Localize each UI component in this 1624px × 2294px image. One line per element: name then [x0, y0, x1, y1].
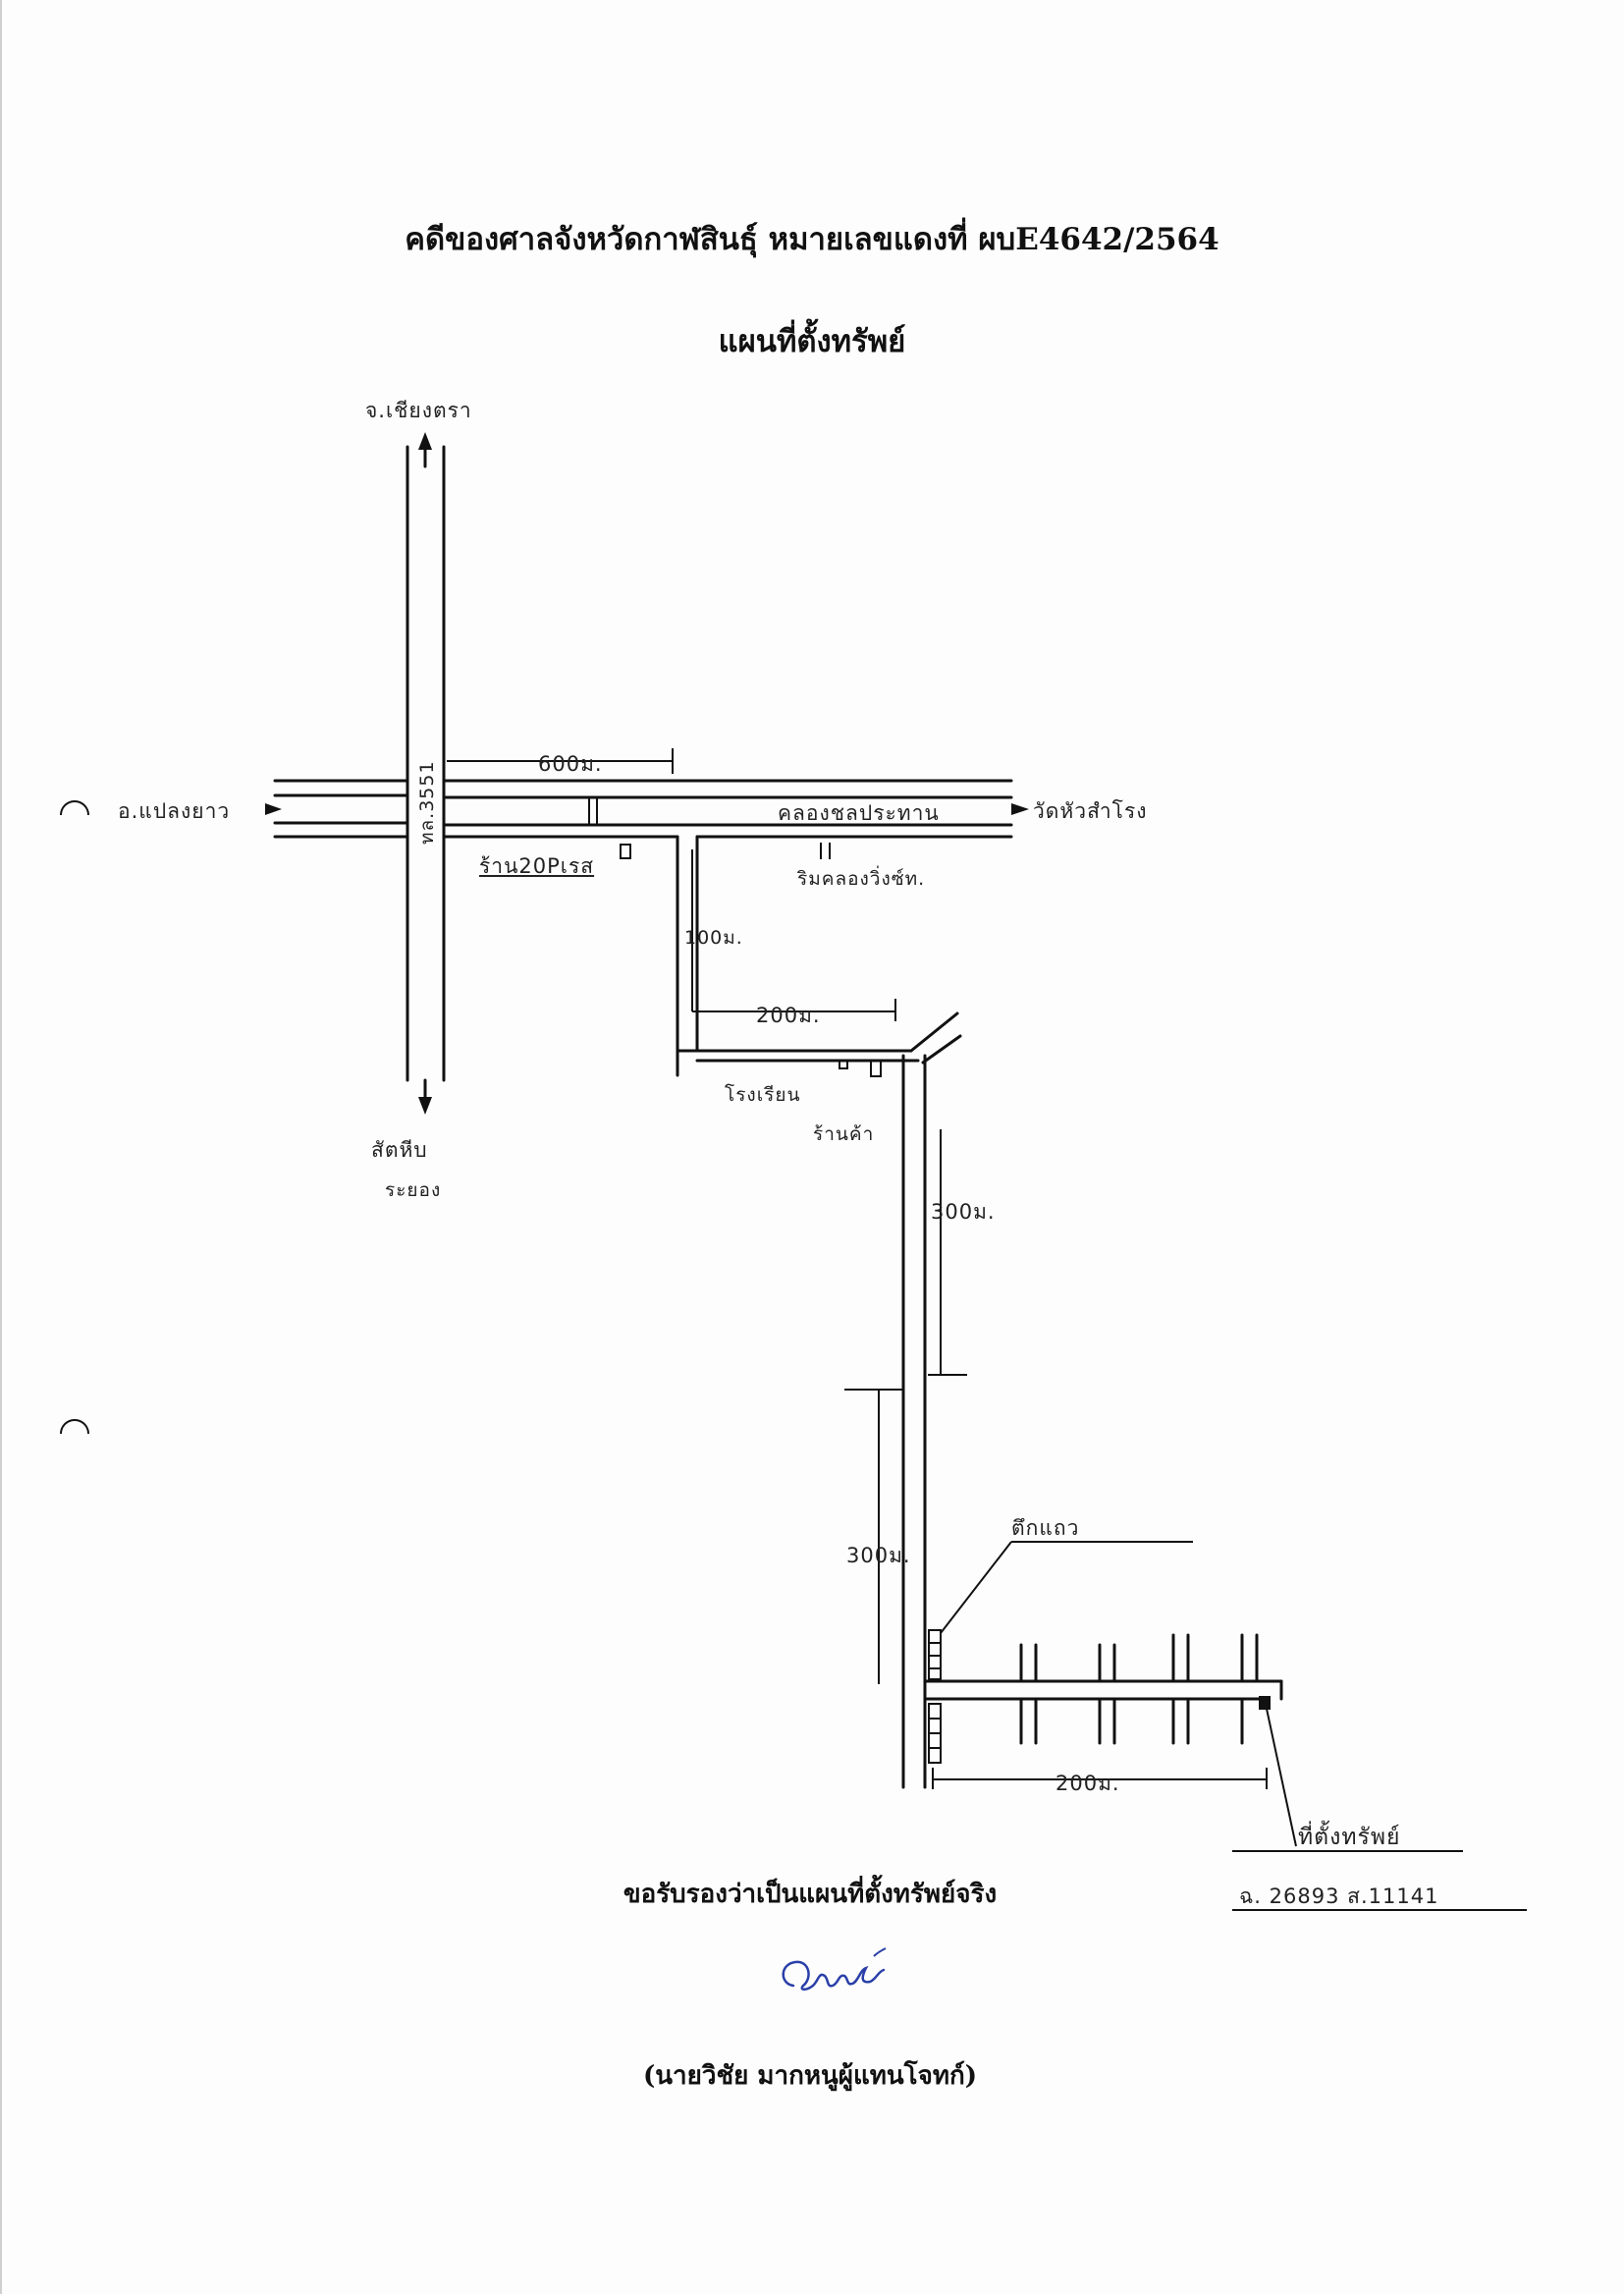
label-east: วัดหัวสำโรง [1033, 799, 1148, 823]
shop-marker [620, 844, 631, 859]
label-north: จ.เชียงตรา [365, 399, 472, 422]
label-south: สัตหีบ [371, 1138, 428, 1162]
label-school: โรงเรียน [725, 1084, 801, 1106]
signature [782, 1947, 887, 1991]
label-dist-300-left: 300ม. [846, 1544, 911, 1567]
signer-name: (นายวิชัย มากหนูผู้แทนโจทก์) [642, 2061, 978, 2091]
label-dist-300-right: 300ม. [931, 1200, 996, 1224]
hole-punch-2 [60, 1419, 89, 1435]
property-marker [1259, 1696, 1271, 1710]
label-canal-bridge: ริมคลองวิ่งซ์ท. [797, 868, 926, 890]
corner-diag-1 [909, 1011, 959, 1053]
school-marker [839, 1060, 848, 1069]
label-dist-200-top: 200ม. [756, 1004, 821, 1027]
label-shop2: ร้านค้า [813, 1123, 875, 1145]
certification-text: ขอรับรองว่าเป็นแผนที่ตั้งทรัพย์จริง [623, 1880, 998, 1909]
label-shop: ร้าน20Pเรส [479, 854, 595, 878]
label-dist-100: 100ม. [684, 927, 743, 949]
label-highway: ทล.3551 [416, 760, 438, 845]
property-pointer [1266, 1708, 1297, 1847]
east-arrow-head [1011, 803, 1029, 815]
west-arrow-head [265, 803, 282, 815]
label-west: อ.แปลงยาว [118, 799, 231, 823]
south-arrow-head [418, 1097, 432, 1115]
label-deed: ฉ. 26893 ส.11141 [1239, 1884, 1439, 1908]
document-title: คดีของศาลจังหวัดกาฬสินธุ์ หมายเลขแดงที่ … [405, 222, 1219, 257]
document-subtitle: แผนที่ตั้งทรัพย์ [718, 324, 906, 359]
label-building: ตึกแถว [1011, 1516, 1080, 1540]
corner-diag-2 [921, 1034, 962, 1065]
label-south-2: ระยอง [385, 1179, 442, 1201]
shop2-marker [870, 1060, 882, 1077]
hole-punch-1 [60, 800, 89, 816]
label-dist-200-bottom: 200ม. [1056, 1772, 1120, 1795]
label-dist-600: 600ม. [538, 752, 603, 776]
row-house-pointer [940, 1541, 1012, 1634]
label-canal: คลองชลประทาน [778, 801, 940, 825]
label-property: ที่ตั้งทรัพย์ [1298, 1825, 1401, 1850]
north-arrow-head [418, 432, 432, 450]
